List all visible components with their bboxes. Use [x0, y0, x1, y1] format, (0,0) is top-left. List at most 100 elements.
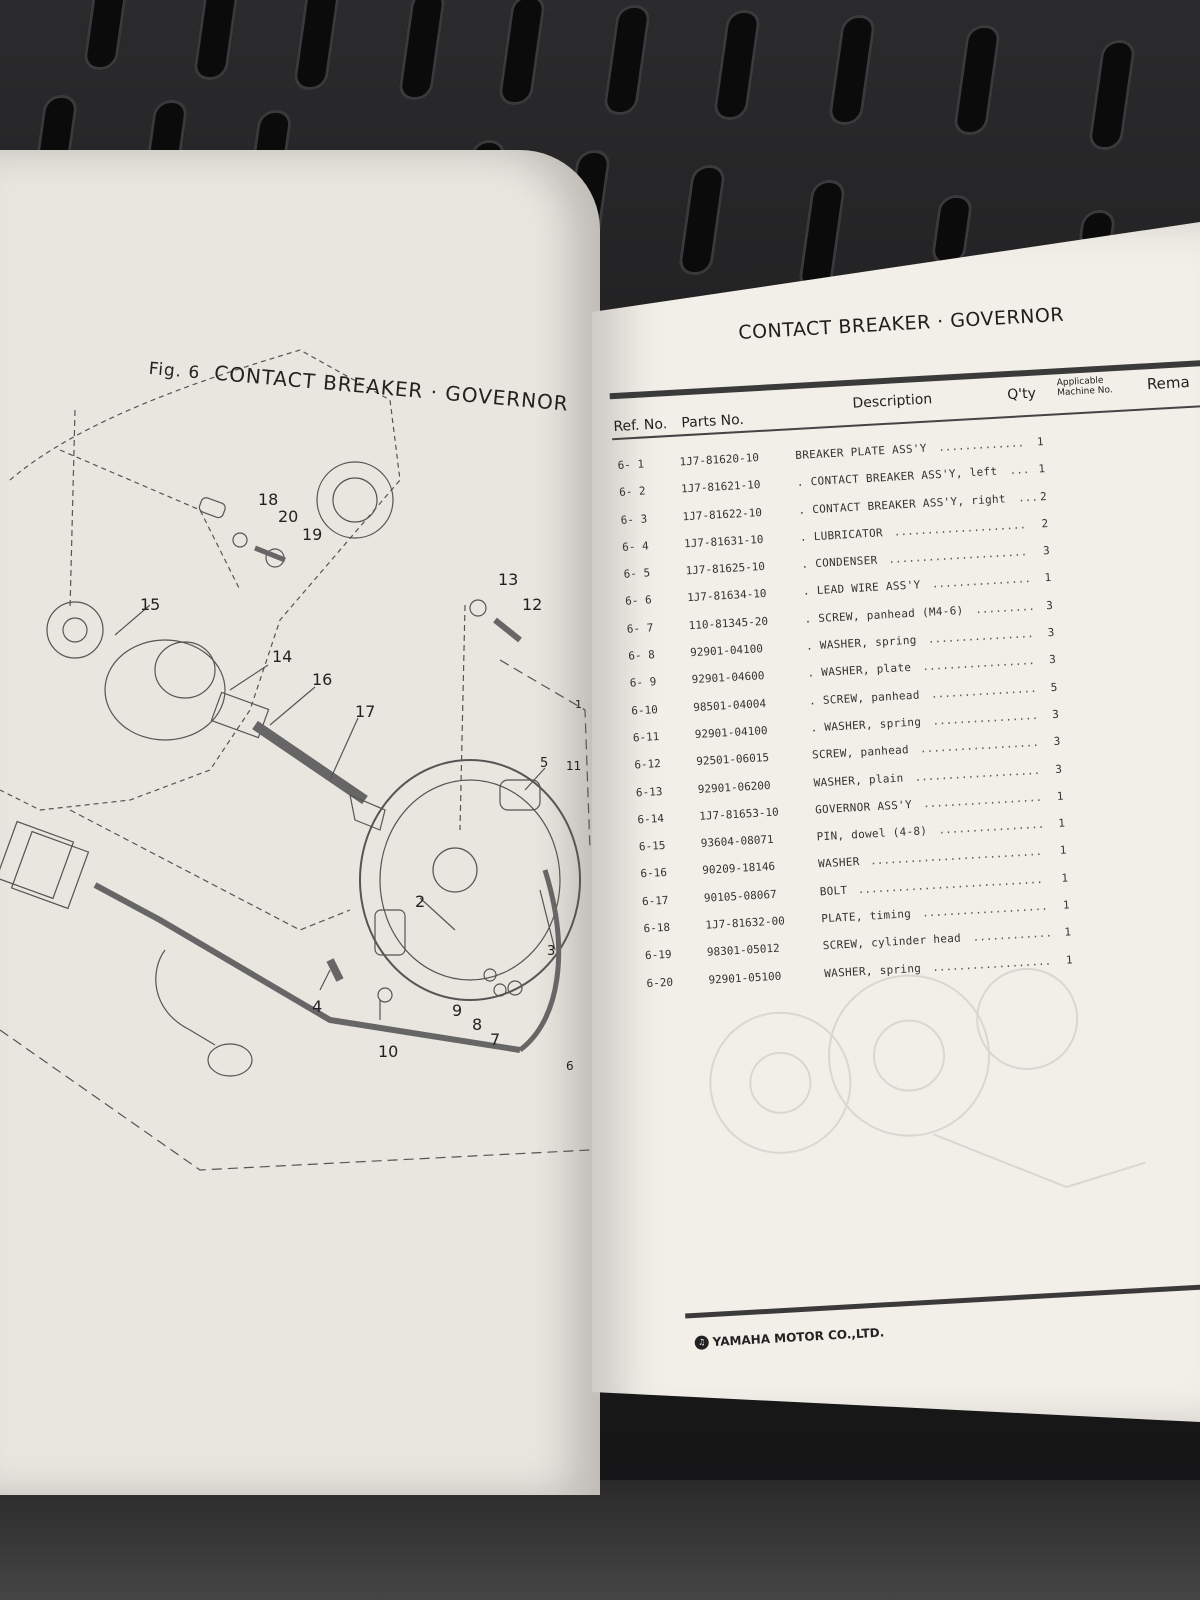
callout-16: 16 — [312, 670, 332, 689]
table-surface — [0, 1480, 1200, 1600]
exploded-diagram: 18 20 19 15 14 16 17 13 12 1 5 11 2 3 4 … — [0, 349, 591, 1171]
part-no-cell: 110-81345-20 — [688, 614, 769, 633]
part-no-cell: 92901-04600 — [691, 669, 765, 687]
description-cell: SCREW, cylinder head — [822, 931, 962, 953]
leader-dots: ......... — [974, 599, 1036, 616]
ref-no-cell: 6-12 — [634, 757, 662, 772]
callout-15: 15 — [140, 595, 160, 614]
callout-20: 20 — [278, 507, 298, 526]
qty-cell: 1 — [1060, 871, 1069, 885]
qty-cell: 3 — [1042, 544, 1051, 558]
ref-no-cell: 6- 8 — [627, 648, 656, 663]
part-no-cell: 93604-08071 — [700, 832, 774, 851]
callout-5: 5 — [540, 756, 548, 771]
leader-dots: ............ — [972, 926, 1053, 945]
part-no-cell: 98501-04004 — [692, 696, 767, 714]
qty-cell: 1 — [1062, 898, 1070, 912]
crate-slot — [930, 195, 974, 265]
description-cell: . CONTACT BREAKER ASS'Y, left — [796, 465, 998, 490]
description-cell: . WASHER, spring — [805, 633, 917, 653]
ref-no-cell: 6-14 — [637, 811, 665, 827]
description-cell: WASHER, spring — [823, 961, 922, 980]
ref-no-cell: 6-11 — [632, 730, 660, 745]
leader-dots: ............. — [937, 436, 1025, 455]
ref-no-cell: 6-15 — [638, 839, 666, 854]
crate-slot — [1087, 40, 1137, 150]
qty-cell: 1 — [1036, 435, 1044, 449]
part-no-cell: 92901-06200 — [697, 778, 771, 796]
ref-no-cell: 6-10 — [630, 702, 659, 718]
ref-no-cell: 6-19 — [644, 948, 672, 963]
description-cell: . WASHER, spring — [810, 715, 922, 735]
ref-no-cell: 6-17 — [641, 893, 669, 909]
ref-no-cell: 6-16 — [640, 866, 668, 881]
column-header-remarks: Rema — [1146, 372, 1191, 394]
leader-dots: ................ — [930, 681, 1038, 701]
leader-dots: ................... — [921, 899, 1049, 920]
qty-cell: 1 — [1038, 462, 1046, 476]
column-header-qty: Q'ty — [1006, 385, 1037, 404]
leader-dots: .................... — [893, 518, 1027, 539]
leader-dots: ............................ — [857, 872, 1044, 896]
description-cell: WASHER, plain — [813, 771, 904, 790]
part-no-cell: 92901-05100 — [708, 969, 782, 987]
leader-dots: ... — [1009, 463, 1030, 478]
leader-dots: ............... — [931, 572, 1032, 592]
part-no-cell: 92901-04100 — [694, 723, 768, 742]
description-cell: GOVERNOR ASS'Y — [814, 797, 913, 817]
qty-cell: 3 — [1045, 598, 1054, 613]
callout-8: 8 — [472, 1015, 482, 1034]
qty-cell: 2 — [1041, 516, 1049, 531]
ref-no-cell: 6- 7 — [626, 621, 654, 636]
description-cell: . WASHER, plate — [807, 661, 912, 681]
ref-no-cell: 6- 2 — [618, 484, 646, 500]
description-cell: . CONDENSER — [801, 553, 878, 572]
callout-10: 10 — [378, 1042, 398, 1061]
parts-list-title: CONTACT BREAKER · GOVERNOR — [737, 303, 1065, 344]
part-no-cell: 1J7-81625-10 — [685, 560, 766, 578]
qty-cell: 3 — [1051, 707, 1060, 722]
ref-no-cell: 6- 6 — [624, 593, 653, 609]
yamaha-logo-icon: ♫ — [694, 1335, 710, 1351]
leader-dots: ... — [1017, 490, 1039, 505]
description-cell: SCREW, panhead — [811, 743, 910, 762]
crate-slot — [712, 10, 762, 120]
callout-7: 7 — [490, 1030, 500, 1049]
column-header-description: Description — [852, 391, 933, 412]
column-header-applicable: Applicable Machine No. — [1056, 375, 1113, 399]
callout-9: 9 — [452, 1001, 462, 1020]
part-no-cell: 1J7-81634-10 — [686, 587, 767, 605]
publisher-footer: ♫ YAMAHA MOTOR CO.,LTD. — [694, 1325, 885, 1351]
callout-2: 2 — [415, 892, 425, 911]
bleed-through-diagram — [709, 967, 1146, 1189]
description-cell: PIN, dowel (4-8) — [816, 824, 928, 844]
callout-11: 11 — [566, 759, 581, 773]
crate-slot — [292, 0, 342, 90]
ref-no-cell: 6- 5 — [623, 566, 651, 581]
qty-cell: 2 — [1039, 489, 1047, 504]
crate-slot — [397, 0, 447, 100]
figure-label: Fig. 6 — [147, 358, 202, 384]
description-cell: . LEAD WIRE ASS'Y — [802, 578, 921, 599]
crate-slot — [952, 25, 1002, 135]
crate-slot — [82, 0, 132, 70]
description-cell: . SCREW, panhead (M4-6) — [804, 603, 964, 626]
leader-dots: ................ — [938, 817, 1045, 837]
ref-no-cell: 6- 1 — [617, 457, 645, 472]
callout-19: 19 — [302, 525, 322, 544]
crate-slot — [192, 0, 242, 80]
crate-slot — [797, 180, 847, 290]
column-header-ref-no: Ref. No. — [613, 416, 668, 436]
right-page: CONTACT BREAKER · GOVERNOR Description Q… — [592, 222, 1200, 1422]
ref-no-cell: 6- 4 — [621, 539, 650, 554]
part-no-cell: 90105-08067 — [703, 887, 778, 905]
qty-cell: 1 — [1056, 789, 1064, 803]
part-no-cell: 1J7-81631-10 — [683, 532, 764, 551]
description-cell: BREAKER PLATE ASS'Y — [794, 441, 928, 463]
ref-no-cell: 6-18 — [643, 920, 671, 936]
part-no-cell: 98301-05012 — [706, 942, 781, 960]
leader-dots: ................ — [927, 627, 1034, 646]
ref-no-cell: 6- 3 — [620, 511, 648, 527]
part-no-cell: 1J7-81622-10 — [682, 505, 763, 523]
